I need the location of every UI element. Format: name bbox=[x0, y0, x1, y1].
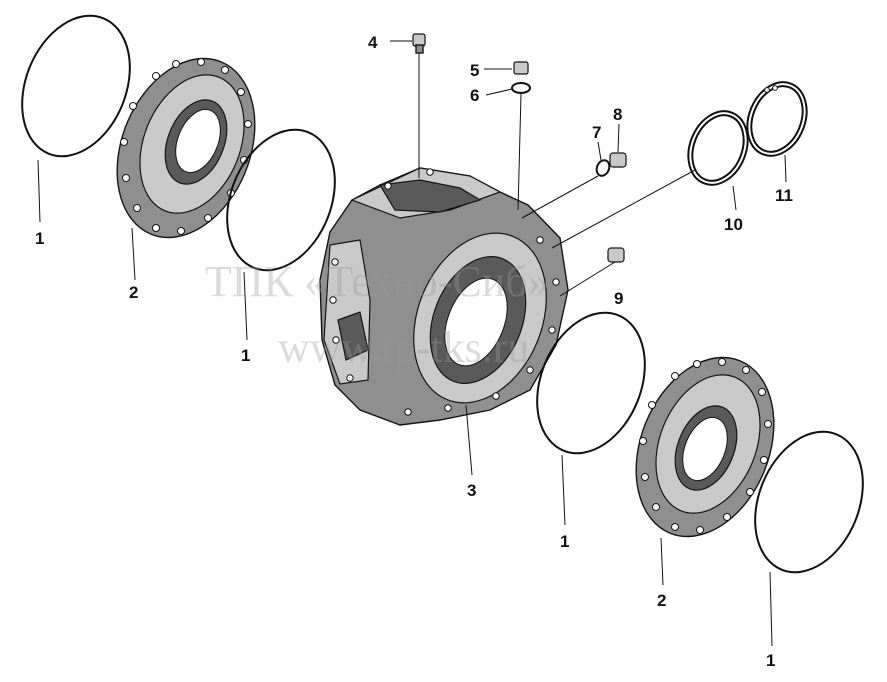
o-ring-right-inner bbox=[536, 311, 646, 455]
cover-flange-right bbox=[635, 356, 775, 538]
flange-bolt-holes-left bbox=[120, 58, 252, 235]
plug-8 bbox=[609, 152, 627, 168]
o-ring-left-inner bbox=[226, 128, 336, 272]
o-ring-right-outer bbox=[754, 430, 864, 574]
callout-label: 8 bbox=[613, 105, 622, 124]
o-ring-left-outer bbox=[21, 14, 131, 158]
ring-10 bbox=[687, 110, 749, 186]
callout-label: 1 bbox=[766, 651, 775, 670]
breather-plug bbox=[412, 33, 426, 54]
flange-bolt-holes-right bbox=[639, 358, 772, 534]
watermark-line2: www.tp-tks.ru bbox=[278, 323, 529, 372]
watermark: ТПК «Техно-Сиб» www.tp-tks.ru bbox=[205, 257, 550, 372]
callout-label: 9 bbox=[614, 289, 623, 308]
housing-bolt-holes bbox=[329, 168, 560, 416]
washer-6 bbox=[511, 82, 531, 94]
leader-lines bbox=[37, 40, 787, 647]
watermark-line1: ТПК «Техно-Сиб» bbox=[205, 257, 550, 306]
callout-label: 3 bbox=[467, 481, 476, 500]
gearbox-housing bbox=[319, 167, 569, 426]
callout-label: 2 bbox=[129, 283, 138, 302]
callout-label: 1 bbox=[560, 532, 569, 551]
plug-9 bbox=[607, 247, 625, 263]
callout-labels: 1 2 1 3 4 5 6 7 8 9 10 11 1 2 1 bbox=[35, 33, 793, 670]
cover-flange-left bbox=[116, 57, 256, 239]
callout-label: 1 bbox=[241, 346, 250, 365]
callout-label: 10 bbox=[724, 215, 743, 234]
callout-label: 2 bbox=[657, 591, 666, 610]
callout-label: 7 bbox=[592, 123, 601, 142]
callout-label: 6 bbox=[470, 86, 479, 105]
callout-label: 4 bbox=[368, 33, 378, 52]
callout-label: 1 bbox=[35, 229, 44, 248]
callout-label: 11 bbox=[775, 186, 793, 205]
plug-5 bbox=[513, 61, 529, 75]
washer-7 bbox=[595, 159, 611, 177]
callout-label: 5 bbox=[470, 61, 479, 80]
retaining-ring-11 bbox=[746, 81, 808, 157]
